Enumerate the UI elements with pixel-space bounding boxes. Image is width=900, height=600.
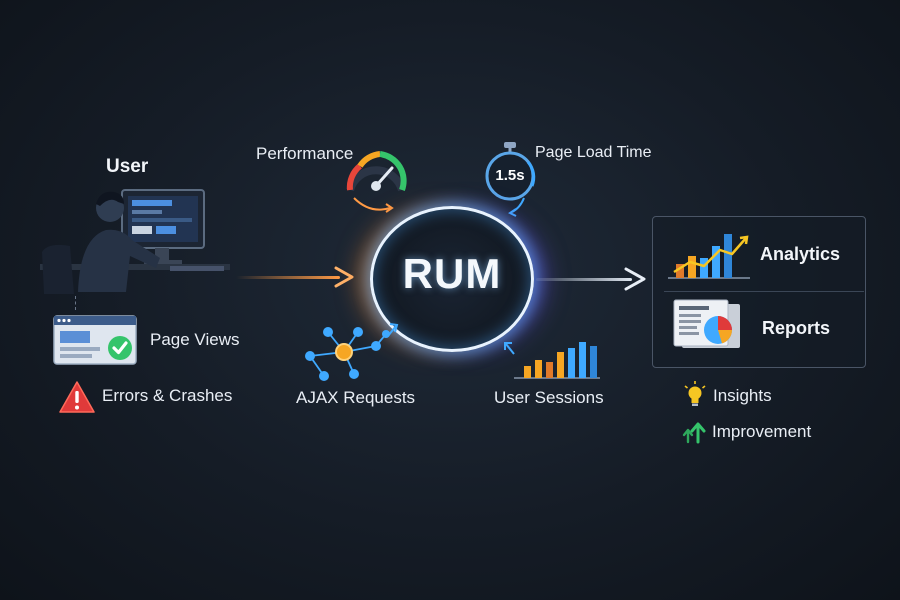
page-views-label: Page Views	[150, 330, 240, 349]
insights-label: Insights	[713, 386, 772, 405]
user-at-computer-icon	[40, 189, 230, 294]
timer-value: 1.5s	[495, 167, 525, 184]
user-dotted-connector	[75, 296, 77, 310]
errors-crashes-label: Errors & Crashes	[102, 386, 233, 405]
warning-icon	[59, 381, 95, 413]
arrow-head-orange-icon	[334, 266, 354, 288]
bar-line-chart-icon	[668, 234, 750, 279]
panel-divider	[664, 291, 864, 292]
lightbulb-icon	[684, 381, 706, 406]
reports-label: Reports	[762, 318, 831, 338]
page-load-time-label: Page Load Time	[535, 144, 652, 161]
rum-label: RUM	[402, 250, 502, 297]
arrow-user-to-rum	[236, 276, 340, 279]
rum-circle	[370, 206, 534, 352]
ajax-requests-label: AJAX Requests	[296, 388, 416, 407]
browser-check-icon	[53, 315, 137, 365]
stopwatch-icon	[485, 142, 536, 217]
analytics-label: Analytics	[760, 244, 841, 264]
report-pie-icon	[673, 299, 740, 348]
performance-label: Performance	[256, 144, 354, 163]
user-sessions-label: User Sessions	[494, 388, 604, 407]
user-label: User	[106, 156, 149, 177]
speedometer-icon	[346, 151, 407, 213]
improvement-label: Improvement	[712, 422, 812, 441]
arrow-head-white-icon	[624, 267, 646, 291]
network-nodes-icon	[305, 323, 399, 381]
arrow-rum-to-outputs	[536, 278, 632, 281]
up-arrow-icon	[682, 422, 706, 444]
sessions-bar-chart-icon	[504, 342, 600, 379]
